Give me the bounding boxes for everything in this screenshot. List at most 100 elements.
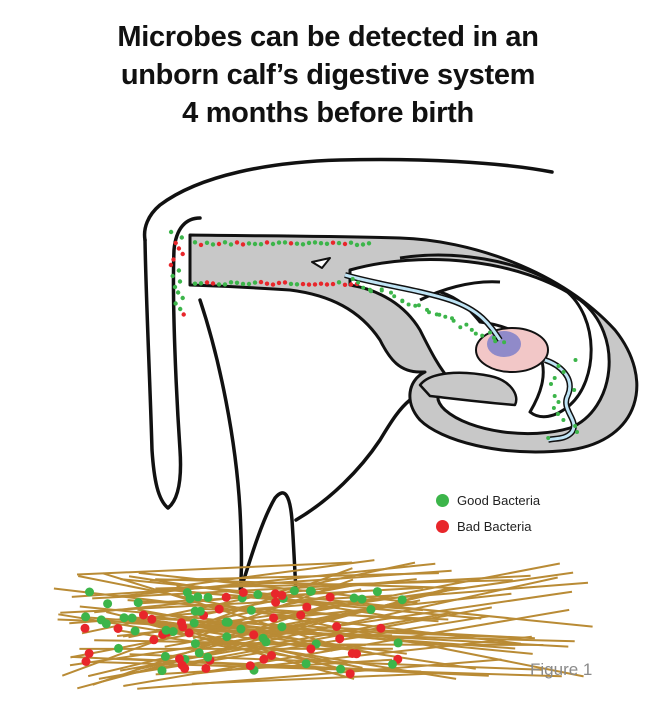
good-bacteria-dot	[491, 335, 496, 340]
cervix-mark	[311, 257, 331, 269]
good-bacteria-dot	[573, 358, 578, 362]
bacteria-dots	[80, 229, 579, 679]
good-bacteria-dot	[389, 290, 393, 295]
good-bacteria-dot	[127, 613, 137, 623]
bad-bacteria-dot	[345, 669, 355, 679]
bad-bacteria-dot	[221, 592, 231, 602]
good-bacteria-dot	[388, 659, 397, 669]
fetus-leg	[419, 280, 501, 302]
umbilical-cord-upper-fill	[344, 273, 502, 341]
good-bacteria-dot	[556, 412, 560, 416]
bad-bacteria-dot	[312, 282, 318, 287]
good-bacteria-dot	[458, 325, 463, 330]
good-bacteria-dot	[451, 318, 456, 323]
good-bacteria-dot	[294, 241, 300, 246]
bad-bacteria-dot	[216, 241, 222, 247]
good-bacteria-dot	[393, 638, 403, 648]
good-bacteria-dot	[252, 241, 258, 247]
good-bacteria-dot	[246, 241, 252, 246]
good-bacteria-dot	[572, 388, 577, 392]
good-bacteria-dot	[546, 436, 551, 440]
good-bacteria-dot	[195, 606, 205, 616]
good-bacteria-dot	[192, 240, 198, 245]
good-bacteria-dot	[397, 595, 407, 605]
bad-bacteria-dot	[306, 282, 312, 287]
good-bacteria-dot	[368, 289, 373, 294]
good-bacteria-dot	[234, 280, 240, 285]
straw-strand	[203, 599, 421, 645]
good-bacteria-dot	[179, 235, 184, 240]
good-bacteria-dot	[349, 593, 359, 603]
cow-tail	[143, 216, 202, 510]
good-bacteria-dot	[277, 622, 287, 632]
good-bacteria-dot	[289, 586, 299, 596]
good-bacteria-dot	[469, 327, 474, 332]
bad-bacteria-dot	[181, 312, 186, 317]
good-bacteria-dot	[204, 240, 210, 245]
good-bacteria-dot	[552, 376, 557, 380]
bad-bacteria-dot	[267, 651, 276, 660]
bad-bacteria-dot	[325, 592, 335, 602]
legend-good-label: Good Bacteria	[457, 492, 541, 508]
good-bacteria-dot	[436, 493, 449, 507]
bad-bacteria-dot	[245, 661, 255, 671]
good-bacteria-dot	[354, 242, 360, 248]
good-bacteria-dot	[573, 424, 578, 428]
straw-strand	[167, 628, 393, 637]
good-bacteria-dot	[190, 639, 200, 649]
bad-bacteria-dot	[204, 280, 210, 285]
good-bacteria-dot	[324, 241, 330, 246]
straw-strand	[149, 572, 439, 582]
good-bacteria-dot	[276, 240, 282, 245]
good-bacteria-dot	[252, 280, 258, 285]
good-bacteria-dot	[301, 659, 311, 669]
good-bacteria-dot	[282, 240, 288, 245]
good-bacteria-dot	[551, 406, 556, 410]
good-bacteria-dot	[561, 370, 566, 374]
bad-bacteria-dot	[81, 657, 91, 666]
bad-bacteria-dot	[330, 281, 336, 287]
good-bacteria-dot	[103, 599, 113, 609]
good-bacteria-dot	[198, 281, 204, 286]
legend-bad-label: Bad Bacteria	[457, 518, 532, 534]
good-bacteria-dot	[192, 281, 198, 286]
good-bacteria-dot	[473, 331, 478, 336]
title-line-2: unborn calf’s digestive system	[120, 59, 536, 91]
good-bacteria-dot	[178, 306, 183, 312]
bad-bacteria-dot	[198, 242, 204, 248]
good-bacteria-dot	[175, 290, 181, 295]
good-bacteria-dot	[416, 303, 421, 308]
bad-bacteria-dot	[171, 257, 176, 262]
good-bacteria-dot	[502, 340, 507, 345]
bad-bacteria-dot	[175, 654, 184, 664]
good-bacteria-dot	[253, 590, 263, 599]
good-bacteria-dot	[177, 279, 183, 284]
good-bacteria-dot	[575, 430, 579, 434]
good-bacteria-dot	[552, 394, 557, 398]
good-bacteria-dot	[366, 241, 372, 246]
straw-strand	[197, 643, 544, 646]
bad-bacteria-dot	[347, 649, 357, 658]
bad-bacteria-dot	[271, 597, 281, 607]
bad-bacteria-dot	[282, 280, 288, 285]
good-bacteria-dot	[443, 314, 448, 319]
good-bacteria-dot	[160, 651, 170, 661]
good-bacteria-dot	[357, 594, 367, 604]
good-bacteria-dot	[176, 268, 182, 273]
good-bacteria-dot	[372, 587, 382, 597]
cow-hind-leg	[198, 298, 244, 594]
good-bacteria-dot	[114, 643, 123, 653]
good-bacteria-dot	[336, 664, 346, 674]
good-bacteria-dot	[161, 625, 171, 635]
bad-bacteria-dot	[238, 588, 248, 597]
good-bacteria-dot	[222, 240, 228, 245]
bad-bacteria-dot	[264, 240, 270, 245]
uterus	[188, 233, 639, 454]
good-bacteria-dot	[306, 240, 312, 246]
bad-bacteria-dot	[335, 634, 345, 644]
good-bacteria-dot	[464, 322, 469, 327]
good-bacteria-dot	[240, 281, 246, 287]
bad-bacteria-dot	[376, 623, 386, 633]
good-bacteria-dot	[101, 619, 111, 629]
straw-strand	[138, 571, 418, 604]
